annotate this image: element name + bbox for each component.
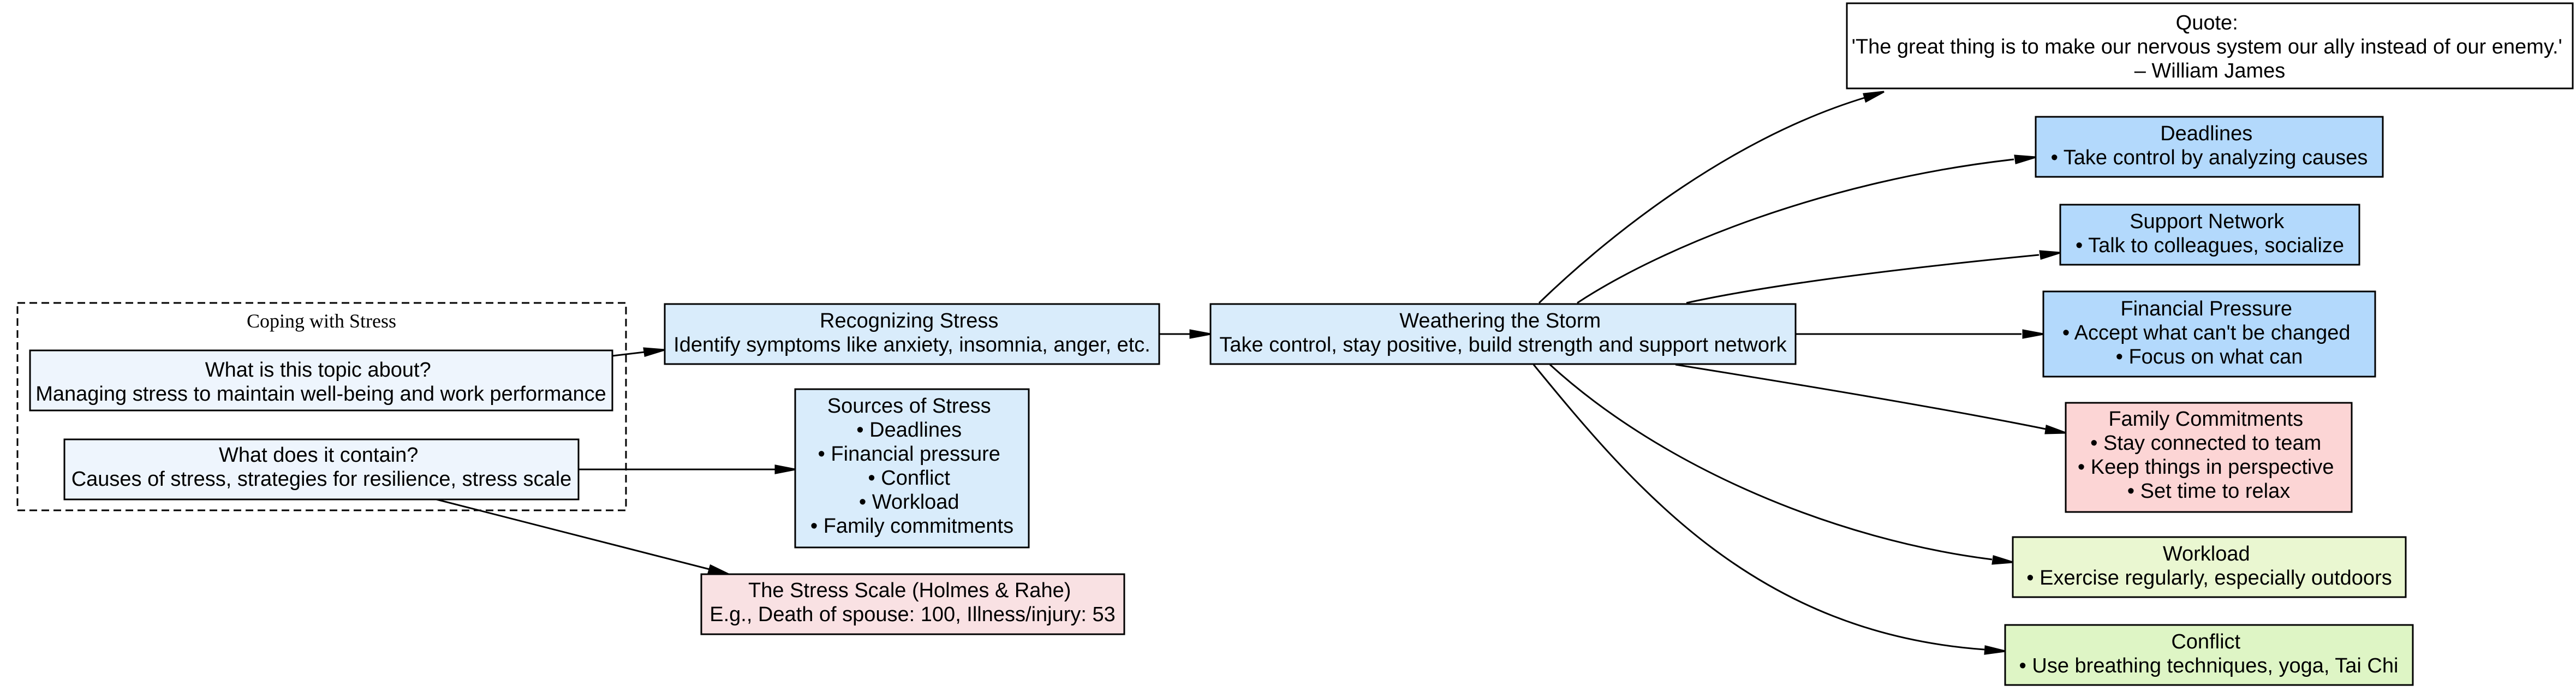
node-quote-box xyxy=(1846,2,2574,90)
node-stress-scale: The Stress Scale (Holmes & Rahe) E.g., D… xyxy=(700,573,1125,635)
node-recognizing-stress-text: Recognizing Stress Identify symptoms lik… xyxy=(673,309,1150,356)
node-sources-of-stress-box xyxy=(794,388,1030,549)
node-topic-about-box xyxy=(29,349,613,412)
node-sources-of-stress-line-3: • Financial pressure xyxy=(818,443,1000,466)
node-financial-pressure-line-2: • Accept what can't be changed xyxy=(2062,321,2351,344)
arrowhead-weathering-conflict xyxy=(1984,645,2006,655)
node-topic-contain-box xyxy=(63,438,580,501)
node-recognizing-stress-line-1: Recognizing Stress xyxy=(820,309,998,332)
node-family-commitments-line-3: • Keep things in perspective xyxy=(2078,456,2334,479)
node-quote-line-1: Quote: xyxy=(2176,11,2238,34)
arrowhead-weathering-family xyxy=(2044,424,2066,434)
node-conflict-box xyxy=(2004,624,2414,686)
node-family-commitments-line-2: • Stay connected to team xyxy=(2090,432,2321,455)
node-deadlines: Deadlines • Take control by analyzing ca… xyxy=(2035,116,2384,178)
node-quote-line-2: 'The great thing is to make our nervous … xyxy=(1852,35,2562,58)
arrowhead-about-recognizing xyxy=(643,347,665,357)
edge-weathering-quote xyxy=(1538,96,1867,304)
node-weathering-the-storm: Weathering the Storm Take control, stay … xyxy=(1209,303,1797,365)
edge-weathering-conflict xyxy=(1533,364,1985,651)
node-weathering-the-storm-line-2: Take control, stay positive, build stren… xyxy=(1219,333,1787,356)
node-conflict: Conflict • Use breathing techniques, yog… xyxy=(2004,624,2414,686)
node-support-network-box xyxy=(2059,204,2360,266)
arrowhead-weathering-quote xyxy=(1863,91,1885,103)
node-weathering-the-storm-text: Weathering the Storm Take control, stay … xyxy=(1219,309,1787,356)
node-workload: Workload • Exercise regularly, especiall… xyxy=(2012,536,2407,598)
node-sources-of-stress-line-6: • Family commitments xyxy=(810,515,1013,538)
node-deadlines-box xyxy=(2035,116,2384,178)
node-workload-line-1: Workload xyxy=(2163,543,2250,565)
node-deadlines-line-2: • Take control by analyzing causes xyxy=(2051,146,2368,169)
node-stress-scale-text: The Stress Scale (Holmes & Rahe) E.g., D… xyxy=(709,579,1116,626)
node-topic-about-line-2: Managing stress to maintain well-being a… xyxy=(35,383,606,406)
node-workload-line-2: • Exercise regularly, especially outdoor… xyxy=(2026,567,2392,589)
node-sources-of-stress: Sources of Stress • Deadlines • Financia… xyxy=(794,388,1030,549)
node-financial-pressure: Financial Pressure • Accept what can't b… xyxy=(2042,290,2376,378)
edge-weathering-support xyxy=(1686,254,2040,304)
node-family-commitments: Family Commitments • Stay connected to t… xyxy=(2065,402,2353,513)
node-topic-contain-text: What does it contain? Causes of stress, … xyxy=(71,444,572,491)
node-support-network-line-2: • Talk to colleagues, socialize xyxy=(2076,234,2344,257)
edge-weathering-deadlines xyxy=(1577,158,2014,304)
node-quote-text: Quote: 'The great thing is to make our n… xyxy=(1852,11,2568,82)
edge-weathering-workload xyxy=(1549,364,1993,561)
edge-weathering-family xyxy=(1675,364,2046,430)
node-weathering-the-storm-box xyxy=(1209,303,1797,365)
node-financial-pressure-line-3: • Focus on what can xyxy=(2116,346,2303,368)
node-family-commitments-box xyxy=(2065,402,2353,513)
node-recognizing-stress: Recognizing Stress Identify symptoms lik… xyxy=(664,303,1160,365)
node-quote: Quote: 'The great thing is to make our n… xyxy=(1846,2,2574,90)
node-topic-contain-line-1: What does it contain? xyxy=(219,444,418,467)
node-conflict-line-1: Conflict xyxy=(2171,630,2240,653)
node-support-network: Support Network • Talk to colleagues, so… xyxy=(2059,204,2360,266)
edge-contain-scale xyxy=(425,496,710,570)
node-sources-of-stress-line-4: • Conflict xyxy=(868,467,950,490)
node-deadlines-text: Deadlines • Take control by analyzing ca… xyxy=(2051,122,2368,169)
node-workload-text: Workload • Exercise regularly, especiall… xyxy=(2026,543,2392,589)
node-quote-line-3: – William James xyxy=(2134,59,2286,82)
node-sources-of-stress-line-2: • Deadlines xyxy=(856,419,962,442)
cluster-label: Coping with Stress xyxy=(247,310,396,332)
node-sources-of-stress-line-1: Sources of Stress xyxy=(827,395,991,418)
node-sources-of-stress-text: Sources of Stress • Deadlines • Financia… xyxy=(810,395,1013,538)
arrowhead-recognizing-weathering xyxy=(1189,329,1211,339)
cluster-border xyxy=(16,302,627,511)
node-topic-about: What is this topic about? Managing stres… xyxy=(29,349,613,412)
cluster-coping-with-stress: Coping with Stress xyxy=(16,302,627,511)
arrowhead-weathering-financial xyxy=(2022,329,2044,339)
node-family-commitments-line-4: • Set time to relax xyxy=(2127,480,2290,503)
arrowhead-weathering-deadlines xyxy=(2014,154,2036,164)
node-conflict-line-2: • Use breathing techniques, yoga, Tai Ch… xyxy=(2019,654,2399,677)
node-weathering-the-storm-line-1: Weathering the Storm xyxy=(1399,309,1601,332)
node-family-commitments-line-1: Family Commitments xyxy=(2108,408,2303,431)
node-support-network-text: Support Network • Talk to colleagues, so… xyxy=(2076,210,2344,257)
node-topic-about-text: What is this topic about? Managing stres… xyxy=(35,359,606,406)
node-recognizing-stress-box xyxy=(664,303,1160,365)
node-deadlines-line-1: Deadlines xyxy=(2160,122,2252,145)
node-family-commitments-text: Family Commitments • Stay connected to t… xyxy=(2078,408,2340,503)
node-conflict-text: Conflict • Use breathing techniques, yog… xyxy=(2019,630,2399,677)
node-support-network-line-1: Support Network xyxy=(2130,210,2285,233)
arrowhead-contain-scale xyxy=(707,564,729,575)
node-topic-contain: What does it contain? Causes of stress, … xyxy=(63,438,580,501)
node-recognizing-stress-line-2: Identify symptoms like anxiety, insomnia… xyxy=(673,333,1150,356)
node-topic-contain-line-2: Causes of stress, strategies for resilie… xyxy=(71,468,572,491)
node-financial-pressure-text: Financial Pressure • Accept what can't b… xyxy=(2062,297,2356,368)
arrowhead-weathering-support xyxy=(2039,250,2061,260)
edges xyxy=(425,91,2066,655)
node-stress-scale-box xyxy=(700,573,1125,635)
edge-about-recognizing xyxy=(612,351,645,357)
node-sources-of-stress-line-5: • Workload xyxy=(859,491,959,514)
node-topic-about-line-1: What is this topic about? xyxy=(205,359,431,382)
node-stress-scale-line-1: The Stress Scale (Holmes & Rahe) xyxy=(748,579,1071,602)
node-financial-pressure-box xyxy=(2042,290,2376,378)
node-stress-scale-line-2: E.g., Death of spouse: 100, Illness/inju… xyxy=(709,603,1116,626)
node-workload-box xyxy=(2012,536,2407,598)
node-financial-pressure-line-1: Financial Pressure xyxy=(2120,297,2292,320)
arrowhead-weathering-workload xyxy=(1991,555,2013,565)
arrowhead-contain-sources xyxy=(774,464,796,474)
